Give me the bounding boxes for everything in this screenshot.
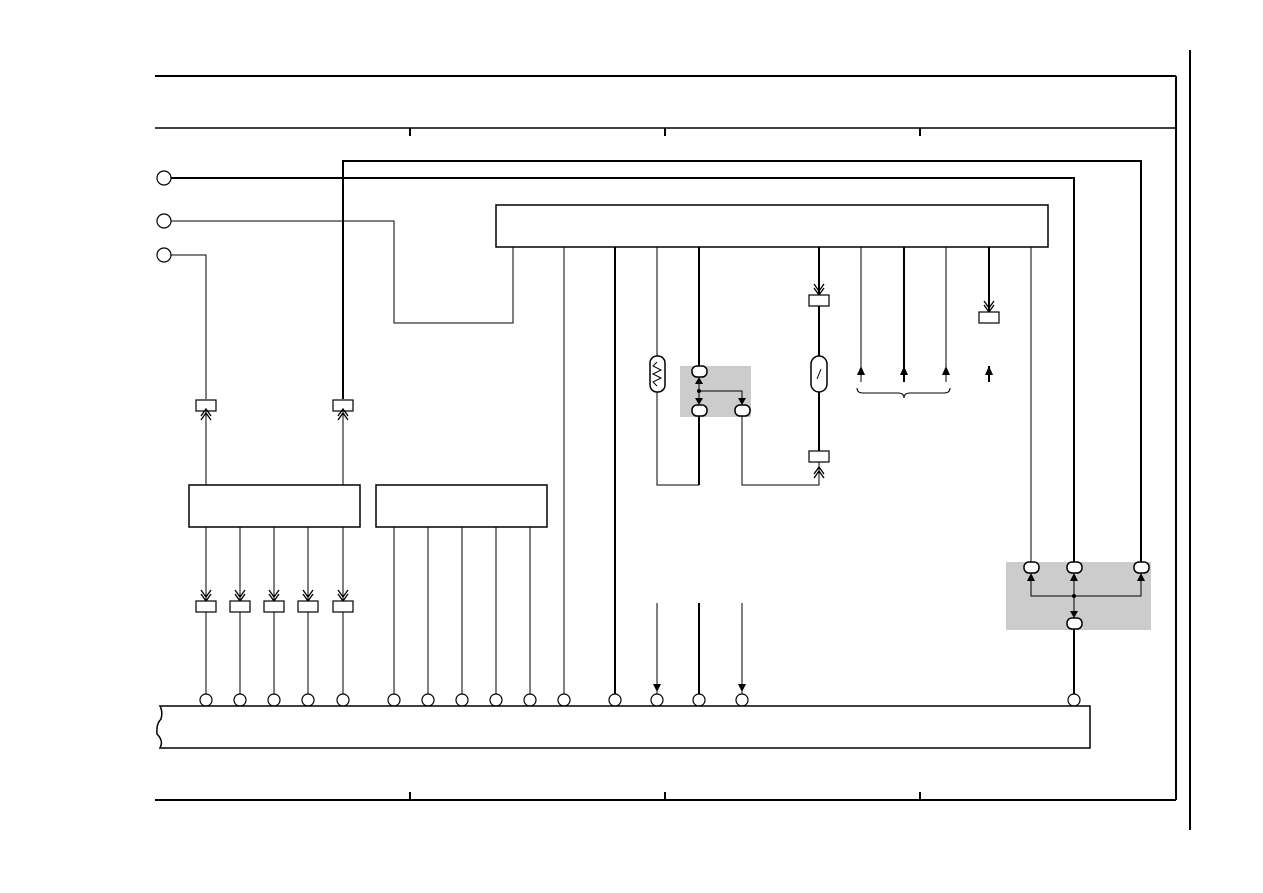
terminal-bottom xyxy=(156,247,172,263)
page-frame xyxy=(155,50,1191,830)
wires-left xyxy=(171,160,1142,562)
harness-middle xyxy=(393,527,531,694)
component-box-left xyxy=(188,484,361,528)
lower-inputs xyxy=(653,603,746,694)
ecu-box xyxy=(495,204,1049,248)
terminal-middle xyxy=(156,213,172,229)
ecu-wires xyxy=(563,247,1032,694)
left-terminals xyxy=(156,170,172,263)
harness-left xyxy=(195,527,354,694)
bottom-pins xyxy=(199,693,1081,707)
splice-right xyxy=(1023,561,1150,694)
bottom-bus-bar xyxy=(156,705,1091,749)
terminal-top xyxy=(156,170,172,186)
component-box-middle xyxy=(375,484,548,528)
